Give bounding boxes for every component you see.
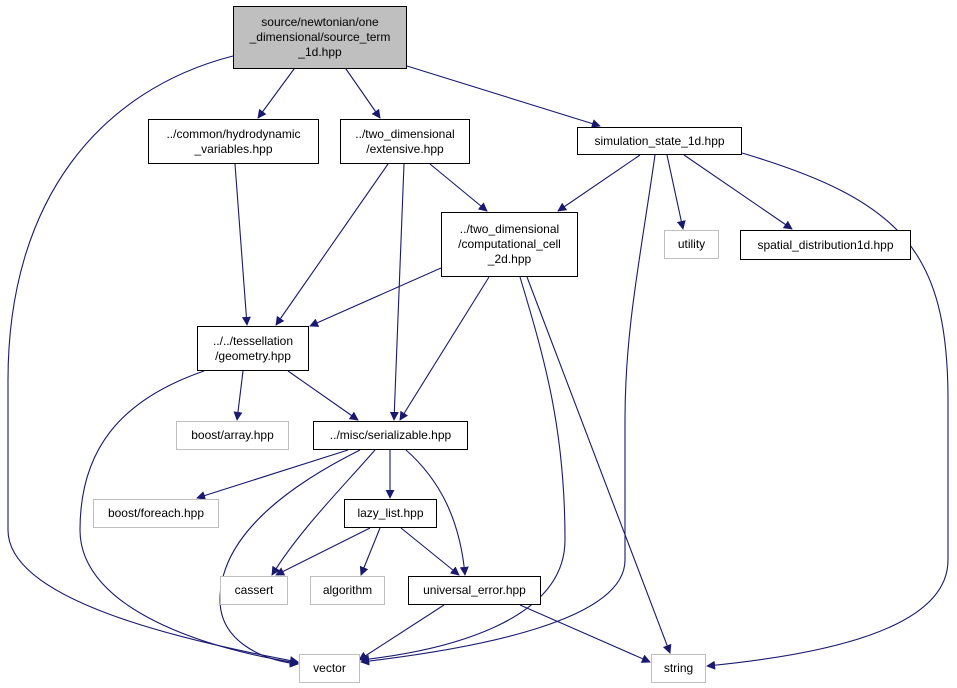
node-label: utility	[677, 237, 706, 251]
edge-uerror-to-vector	[358, 604, 445, 661]
edge-uerror-to-string	[519, 604, 651, 663]
edge-serial-to-cassert	[271, 449, 376, 576]
node-lazy-list[interactable]: lazy_list.hpp	[344, 499, 437, 528]
node-label: simulation_state_1d.hpp	[594, 133, 725, 148]
node-extensive[interactable]: ../two_dimensional /extensive.hpp	[340, 119, 470, 164]
node-utility: utility	[664, 230, 719, 259]
edge-root-to-vector	[7, 55, 299, 665]
edge-serial-to-vector	[219, 449, 361, 668]
node-vector: vector	[299, 654, 360, 683]
edge-simstate-to-vector	[360, 154, 656, 666]
edge-root-to-simstate	[406, 65, 601, 128]
node-label: ../common/hydrodynamic _variables.hpp	[166, 126, 301, 156]
edge-serial-to-uerror	[405, 449, 469, 576]
edge-lazy-to-cassert	[275, 527, 371, 576]
node-label: boost/foreach.hpp	[107, 506, 205, 520]
node-boost-foreach: boost/foreach.hpp	[93, 499, 219, 528]
edge-extensive-to-serial	[389, 163, 405, 421]
node-label: vector	[313, 661, 346, 675]
node-simulation-state-1d[interactable]: simulation_state_1d.hpp	[577, 127, 742, 155]
node-label: ../two_dimensional /extensive.hpp	[355, 126, 455, 156]
edge-extensive-to-geometry	[275, 163, 389, 326]
edge-extensive-to-compcell	[429, 163, 488, 212]
node-cassert: cassert	[220, 576, 288, 605]
node-label: universal_error.hpp	[423, 583, 526, 597]
edge-compcell-to-string	[526, 276, 672, 654]
node-label: ../../tessellation /geometry.hpp	[212, 333, 294, 363]
node-label: boost/array.hpp	[191, 428, 274, 442]
edge-geometry-to-vector	[79, 370, 299, 667]
node-label: ../two_dimensional /computational_cell _…	[458, 222, 561, 266]
edge-root-to-hydro	[257, 68, 295, 119]
node-label: string	[663, 661, 694, 675]
edge-lazy-to-algorithm	[359, 527, 381, 576]
node-label: cassert	[234, 583, 274, 597]
edge-compcell-to-geometry	[309, 267, 442, 327]
edge-simstate-to-spatial	[683, 154, 793, 230]
node-hydrodynamic-variables[interactable]: ../common/hydrodynamic _variables.hpp	[148, 119, 319, 164]
node-label: ../misc/serializable.hpp	[329, 428, 452, 442]
node-label: spatial_distribution1d.hpp	[757, 237, 894, 252]
edge-simstate-to-utility	[666, 154, 686, 230]
edge-hydro-to-geometry	[234, 163, 251, 326]
edge-simstate-to-string	[706, 152, 949, 670]
edge-compcell-to-vector	[360, 276, 566, 664]
edge-lazy-to-uerror	[400, 527, 460, 576]
node-source-term-1d[interactable]: source/newtonian/one _dimensional/source…	[233, 6, 407, 69]
node-label: source/newtonian/one _dimensional/source…	[249, 15, 391, 59]
edge-geometry-to-serial	[287, 370, 359, 421]
edge-serial-to-foreach	[196, 449, 349, 500]
node-spatial-distribution1d[interactable]: spatial_distribution1d.hpp	[740, 230, 911, 260]
node-universal-error[interactable]: universal_error.hpp	[408, 576, 541, 605]
node-string: string	[651, 654, 706, 683]
node-algorithm: algorithm	[310, 576, 385, 605]
node-label: algorithm	[322, 583, 373, 597]
node-label: lazy_list.hpp	[357, 506, 424, 520]
edge-simstate-to-compcell	[557, 154, 641, 212]
edge-geometry-to-boostarray	[233, 370, 244, 421]
node-geometry[interactable]: ../../tessellation /geometry.hpp	[197, 326, 309, 371]
node-computational-cell-2d[interactable]: ../two_dimensional /computational_cell _…	[441, 212, 578, 277]
edge-compcell-to-serial	[399, 276, 490, 421]
edge-root-to-extensive	[345, 68, 381, 119]
node-serializable[interactable]: ../misc/serializable.hpp	[313, 421, 468, 450]
node-boost-array: boost/array.hpp	[176, 421, 289, 450]
